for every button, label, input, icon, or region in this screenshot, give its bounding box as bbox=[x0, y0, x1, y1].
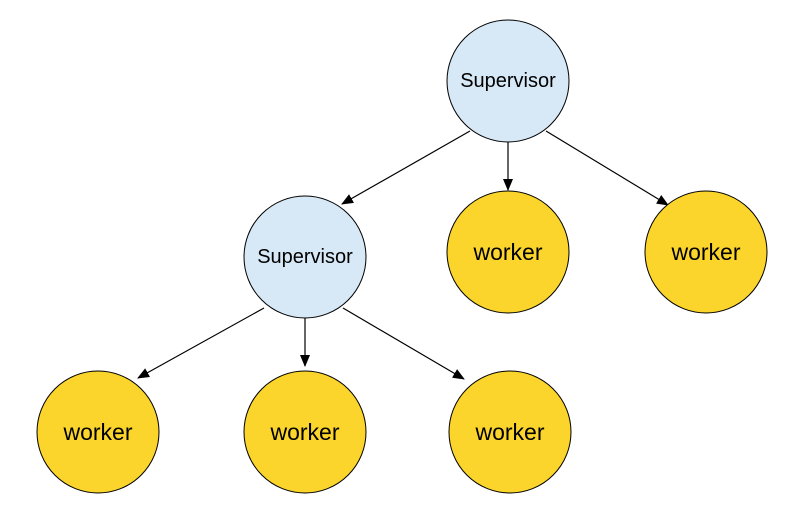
worker-circle bbox=[36, 370, 160, 494]
edges bbox=[137, 130, 669, 380]
edge-sub-to-w5 bbox=[342, 307, 465, 380]
supervisor-circle bbox=[243, 195, 367, 319]
worker-circle bbox=[446, 190, 570, 314]
worker-node: worker bbox=[446, 190, 570, 314]
worker-circle bbox=[644, 190, 768, 314]
worker-label: worker bbox=[62, 419, 132, 445]
worker-label: worker bbox=[670, 239, 740, 265]
worker-node: worker bbox=[448, 370, 572, 494]
worker-label: worker bbox=[474, 419, 544, 445]
worker-node: worker bbox=[644, 190, 768, 314]
edge-root-to-sub bbox=[341, 130, 471, 205]
edge-sub-to-w3 bbox=[137, 307, 265, 379]
worker-node: worker bbox=[36, 370, 160, 494]
worker-label: worker bbox=[472, 239, 542, 265]
supervisor-circle bbox=[446, 19, 570, 143]
worker-label: worker bbox=[269, 419, 339, 445]
worker-circle bbox=[448, 370, 572, 494]
worker-node: worker bbox=[243, 370, 367, 494]
supervisor-label: Supervisor bbox=[257, 246, 353, 268]
edge-root-to-w2 bbox=[545, 130, 669, 206]
supervisor-node-root: Supervisor bbox=[446, 19, 570, 143]
supervisor-node-child: Supervisor bbox=[243, 195, 367, 319]
worker-circle bbox=[243, 370, 367, 494]
supervisor-label: Supervisor bbox=[460, 70, 556, 92]
